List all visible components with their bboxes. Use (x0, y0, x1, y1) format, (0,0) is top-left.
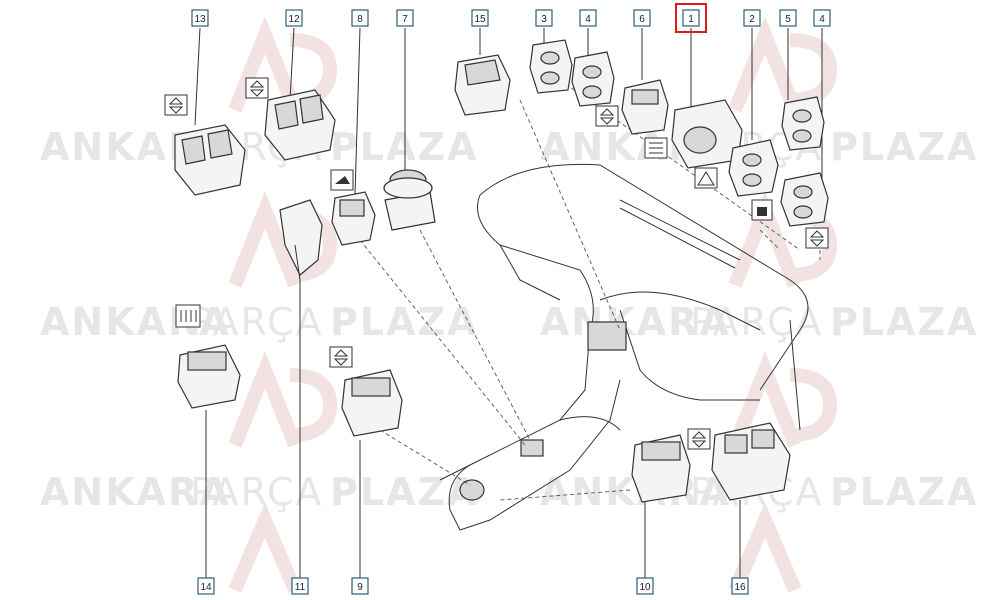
callout-9: 9 (351, 577, 369, 595)
watermark-word: PLAZA (330, 125, 478, 169)
callout-10: 10 (636, 577, 654, 595)
watermark-word: PLAZA (330, 470, 478, 514)
part-1-hazard-switch (671, 99, 743, 169)
leader-lines (359, 79, 821, 501)
svg-text:4: 4 (585, 14, 591, 25)
svg-text:1: 1 (688, 14, 694, 25)
seat-heat-icon (175, 304, 201, 328)
callout-13: 13 (191, 9, 209, 27)
svg-text:15: 15 (474, 14, 486, 25)
rear-defrost-icon (644, 137, 668, 159)
callout-2: 2 (743, 9, 761, 27)
part-4-switch (571, 51, 615, 107)
callout-4: 4 (579, 9, 597, 27)
center-switch-cluster (587, 321, 627, 351)
watermark-word: PARÇA (690, 300, 824, 344)
callout-4-right: 4 (813, 9, 831, 27)
svg-text:8: 8 (357, 14, 363, 25)
dashboard-outline (439, 163, 809, 531)
callout-8: 8 (351, 9, 369, 27)
window-up-down-icon (164, 94, 188, 116)
svg-text:11: 11 (295, 582, 306, 593)
window-up-down-icon (329, 346, 353, 368)
part-3-switch (529, 39, 573, 94)
callout-11: 11 (291, 577, 309, 595)
watermark-word: PARÇA (190, 300, 324, 344)
door-lock-icon (751, 199, 773, 221)
svg-text:16: 16 (734, 582, 746, 593)
callout-15: 15 (471, 9, 489, 27)
part-2-switch (728, 139, 779, 197)
svg-text:14: 14 (200, 582, 212, 593)
part-11-bracket (279, 199, 323, 281)
svg-text:7: 7 (402, 14, 408, 25)
svg-text:5: 5 (785, 14, 791, 25)
watermark-word: PARÇA (190, 470, 324, 514)
console-switch-slot (520, 439, 544, 457)
svg-text:9: 9 (357, 582, 363, 593)
part-8-switch (331, 191, 376, 246)
callout-labels: 13 12 8 7 15 3 4 6 (191, 3, 831, 595)
window-up-down-icon (245, 77, 269, 99)
part-16-double-window-switch (711, 422, 791, 501)
svg-text:13: 13 (194, 14, 206, 25)
part-15-switch (454, 54, 511, 116)
svg-text:4: 4 (819, 14, 825, 25)
window-up-down-icon (595, 105, 619, 127)
callout-5: 5 (779, 9, 797, 27)
callout-12: 12 (285, 9, 303, 27)
watermark-word: ANKARA (540, 300, 731, 344)
part-10-window-switch (631, 434, 691, 503)
svg-text:6: 6 (639, 14, 645, 25)
callout-leaders (194, 27, 823, 578)
part-7-rotary-knob (383, 169, 436, 231)
callout-14: 14 (197, 577, 215, 595)
window-up-down-icon (805, 227, 829, 249)
callout-1-highlighted: 1 (675, 3, 707, 33)
watermark-word: ANKARA (40, 470, 231, 514)
parts-layer (174, 39, 829, 503)
part-14-seat-heat-switch (177, 344, 241, 409)
callout-6: 6 (633, 9, 651, 27)
part-5-switch (781, 96, 825, 151)
hazard-icon (694, 167, 718, 189)
svg-text:2: 2 (749, 14, 755, 25)
icon-layer (164, 77, 829, 450)
svg-text:10: 10 (639, 582, 651, 593)
part-9-window-switch (341, 369, 403, 437)
part-13-double-window-switch (174, 124, 246, 196)
callout-16: 16 (731, 577, 749, 595)
callout-3: 3 (535, 9, 553, 27)
watermark-word: PLAZA (830, 470, 978, 514)
svg-text:3: 3 (541, 14, 547, 25)
svg-text:12: 12 (288, 14, 300, 25)
console-switch-slot (459, 479, 485, 501)
watermark-word: PLAZA (830, 300, 978, 344)
part-12-double-window-switch (264, 89, 336, 161)
watermark-word: PLAZA (330, 300, 478, 344)
traction-icon (330, 169, 354, 191)
window-up-down-icon (687, 428, 711, 450)
callout-7: 7 (396, 9, 414, 27)
watermark-word: PLAZA (830, 125, 978, 169)
part-4-switch-right (780, 172, 829, 227)
part-6-switch (621, 79, 669, 135)
